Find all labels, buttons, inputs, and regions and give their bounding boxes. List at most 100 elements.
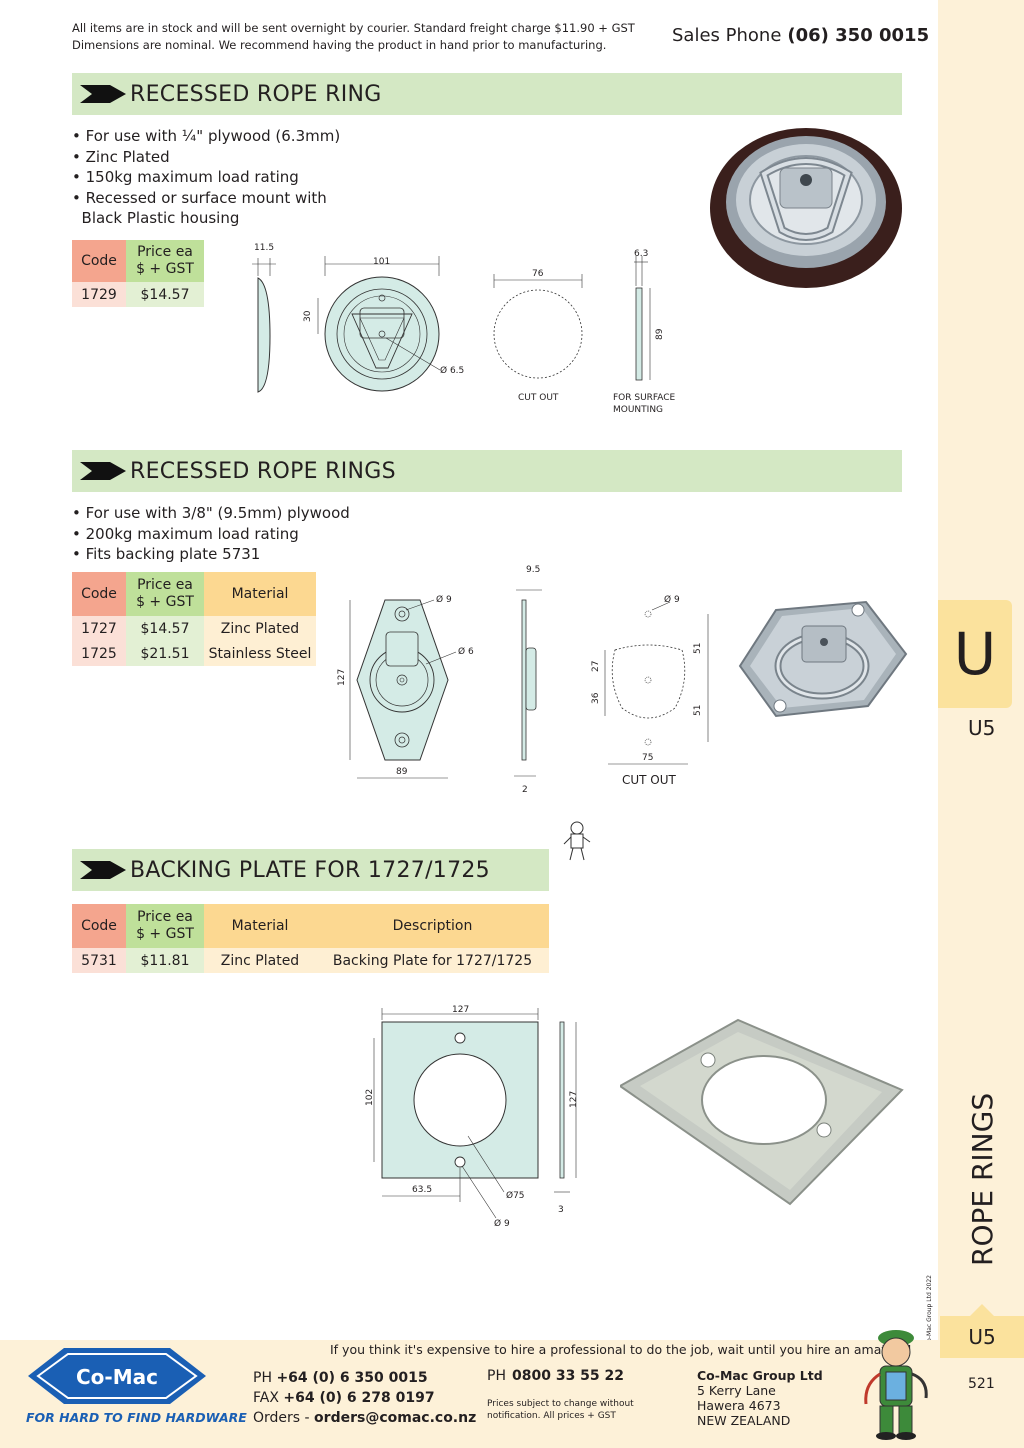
svg-text:127: 127 — [337, 669, 347, 686]
cell-material: Zinc Plated — [204, 948, 316, 973]
product-photo-rope-rings — [738, 600, 908, 718]
svg-text:Ø 9: Ø 9 — [436, 594, 452, 605]
cell-code: 1725 — [72, 641, 126, 666]
section-title: RECESSED ROPE RING — [130, 81, 382, 107]
arrow-icon — [80, 462, 126, 480]
feature-item: Black Plastic housing — [72, 209, 240, 227]
svg-text:27: 27 — [591, 661, 601, 672]
cell-code: 1727 — [72, 616, 126, 641]
feature-list: • For use with 3/8" (9.5mm) plywood • 20… — [72, 503, 350, 565]
col-header-material: Material — [204, 904, 316, 948]
svg-text:9.5: 9.5 — [526, 565, 540, 575]
svg-text:Co-Mac: Co-Mac — [76, 1365, 158, 1389]
page-number: 521 — [968, 1376, 995, 1392]
svg-text:127: 127 — [569, 1091, 579, 1108]
col-header-code: Code — [72, 240, 126, 282]
backing-plate-technical-drawing: 127 102 63.5 Ø75 Ø 9 127 3 — [365, 1005, 579, 1229]
feature-item: • Fits backing plate 5731 — [72, 545, 261, 563]
cell-price: $14.57 — [126, 282, 204, 307]
price-table: Code Price ea$ + GST 1729 $14.57 — [72, 240, 204, 307]
comac-logo[interactable]: Co-Mac — [24, 1344, 210, 1408]
svg-text:127: 127 — [452, 1005, 469, 1015]
svg-text:Ø 6.5: Ø 6.5 — [440, 365, 464, 376]
feature-item: • For use with ¼" plywood (6.3mm) — [72, 127, 341, 145]
feature-item: • For use with 3/8" (9.5mm) plywood — [72, 504, 350, 522]
cell-price: $14.57 — [126, 616, 204, 641]
rope-ring-technical-drawing: 11.5 101 30 Ø 6.5 76 CUT OUT 6.3 89 FOR … — [252, 243, 676, 415]
cell-code: 1729 — [72, 282, 126, 307]
cell-price: $21.51 — [126, 641, 204, 666]
table-row: 1725 $21.51 Stainless Steel — [72, 641, 316, 666]
arrow-icon — [80, 85, 126, 103]
company-address: Co-Mac Group Ltd 5 Kerry Lane Hawera 467… — [697, 1368, 823, 1428]
svg-text:36: 36 — [591, 692, 601, 704]
section-header-recessed-rope-ring: RECESSED ROPE RING — [72, 73, 902, 115]
product-photo-backing-plate — [620, 1018, 904, 1206]
svg-text:6.3: 6.3 — [634, 249, 648, 259]
table-row: 1729 $14.57 — [72, 282, 204, 307]
svg-text:102: 102 — [365, 1089, 375, 1106]
footer-quote: If you think it's expensive to hire a pr… — [330, 1342, 913, 1357]
feature-list: • For use with ¼" plywood (6.3mm) • Zinc… — [72, 126, 340, 229]
section-header-recessed-rope-rings: RECESSED ROPE RINGS — [72, 450, 902, 492]
sidebar — [938, 0, 1024, 1448]
svg-text:89: 89 — [396, 767, 408, 777]
feature-item: • Recessed or surface mount with — [72, 188, 327, 207]
col-header-code: Code — [72, 904, 126, 948]
shipping-notice: All items are in stock and will be sent … — [72, 21, 635, 52]
rope-rings-technical-drawing: Ø 9 Ø 6 127 89 9.5 2 Ø 9 27 36 51 51 75 … — [337, 565, 709, 795]
col-header-material: Material — [204, 572, 316, 616]
svg-text:30: 30 — [303, 310, 313, 322]
svg-text:CUT OUT: CUT OUT — [518, 393, 559, 403]
handyman-mascot — [864, 1330, 928, 1440]
page-tab-notch — [970, 1304, 994, 1316]
col-header-price: Price ea$ + GST — [126, 240, 204, 282]
feature-item: • 150kg maximum load rating — [72, 168, 299, 186]
cell-code: 5731 — [72, 948, 126, 973]
svg-text:63.5: 63.5 — [412, 1185, 432, 1195]
svg-text:76: 76 — [532, 269, 544, 279]
section-title: RECESSED ROPE RINGS — [130, 458, 396, 484]
orders-email-link[interactable]: orders@comac.co.nz — [314, 1410, 477, 1426]
cell-material: Zinc Plated — [204, 616, 316, 641]
price-table: Code Price ea$ + GST Material Descriptio… — [72, 904, 549, 973]
svg-text:51: 51 — [693, 705, 703, 716]
svg-text:2: 2 — [522, 785, 528, 795]
tagline: FOR HARD TO FIND HARDWARE — [26, 1410, 247, 1425]
cell-description: Backing Plate for 1727/1725 — [316, 948, 549, 973]
col-header-price: Price ea$ + GST — [126, 904, 204, 948]
svg-text:3: 3 — [558, 1205, 564, 1215]
table-row: 5731 $11.81 Zinc Plated Backing Plate fo… — [72, 948, 549, 973]
svg-text:89: 89 — [655, 328, 665, 340]
svg-text:Ø75: Ø75 — [506, 1190, 525, 1201]
table-row: 1727 $14.57 Zinc Plated — [72, 616, 316, 641]
col-header-code: Code — [72, 572, 126, 616]
contact-block: PH +64 (0) 6 350 0015 FAX +64 (0) 6 278 … — [253, 1370, 477, 1426]
svg-text:101: 101 — [373, 257, 390, 267]
price-table: Code Price ea$ + GST Material 1727 $14.5… — [72, 572, 316, 666]
product-photo-rope-ring — [710, 128, 902, 288]
section-title: BACKING PLATE FOR 1727/1725 — [130, 857, 490, 883]
col-header-description: Description — [316, 904, 549, 948]
section-tab-letter[interactable]: U — [938, 600, 1012, 708]
arrow-icon — [80, 861, 126, 879]
svg-text:Ø 9: Ø 9 — [494, 1218, 510, 1229]
cell-material: Stainless Steel — [204, 641, 316, 666]
svg-text:Ø 6: Ø 6 — [458, 646, 474, 657]
svg-text:MOUNTING: MOUNTING — [613, 405, 663, 415]
sales-phone: Sales Phone(06) 350 0015 — [672, 25, 930, 46]
price-terms: Prices subject to change without notific… — [487, 1399, 634, 1421]
page-tab: U5 — [940, 1316, 1024, 1358]
svg-text:FOR SURFACE: FOR SURFACE — [613, 393, 676, 403]
feature-item: • Zinc Plated — [72, 147, 170, 166]
section-tab-code: U5 — [968, 716, 996, 740]
cell-price: $11.81 — [126, 948, 204, 973]
handyman-mascot-small — [563, 821, 591, 861]
svg-text:CUT OUT: CUT OUT — [622, 773, 677, 787]
svg-text:11.5: 11.5 — [254, 243, 274, 253]
feature-item: • 200kg maximum load rating — [72, 524, 299, 543]
svg-text:Ø 9: Ø 9 — [664, 594, 680, 605]
section-header-backing-plate: BACKING PLATE FOR 1727/1725 — [72, 849, 549, 891]
category-title: ROPE RINGS — [966, 1092, 999, 1266]
